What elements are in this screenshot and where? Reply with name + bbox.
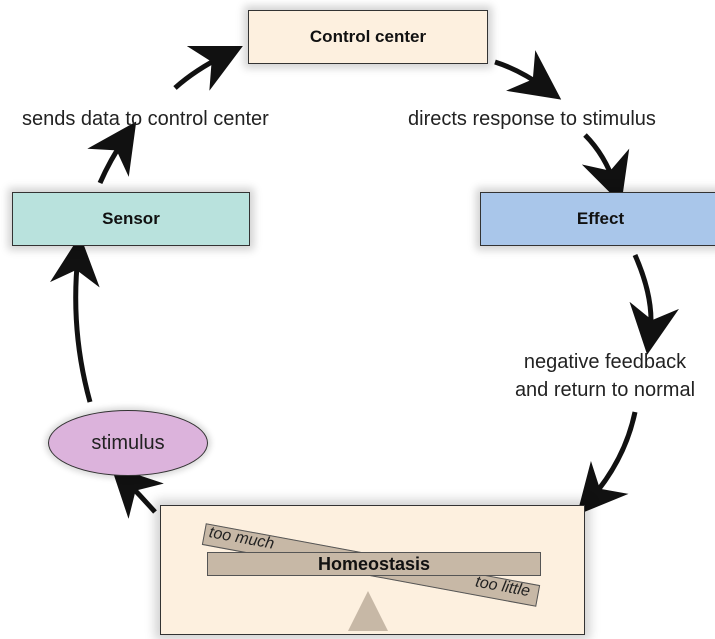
- effect-box: Effect: [480, 192, 715, 246]
- arrow-stimulus-to-sensor: [49, 235, 100, 403]
- too-little-label: too little: [473, 573, 532, 601]
- arrow-directs-to-effect: [581, 133, 630, 204]
- arrow-sends-to-control: [173, 46, 243, 91]
- sensor-box: Sensor: [12, 192, 250, 246]
- homeostasis-panel: too much too little Homeostasis: [160, 505, 585, 635]
- arrow-effect-to-feedback: [629, 253, 679, 355]
- stimulus-ellipse: stimulus: [48, 410, 208, 476]
- sensor-label: Sensor: [102, 209, 160, 228]
- feedback-label-line1: negative feedback: [523, 351, 687, 373]
- effect-label: Effect: [576, 209, 625, 228]
- too-much-label: too much: [207, 524, 276, 553]
- triangle-fulcrum-icon: [348, 591, 388, 631]
- directs-response-label: directs response to stimulus: [408, 108, 656, 130]
- control-center-label: Control center: [309, 27, 427, 46]
- feedback-label-line2: and return to normal: [514, 379, 696, 401]
- level-plank: Homeostasis: [207, 552, 541, 576]
- arrow-control-to-directs: [494, 50, 562, 100]
- arrow-sensor-to-sends: [87, 121, 137, 184]
- homeostasis-label: Homeostasis: [317, 553, 431, 574]
- sends-data-label: sends data to control center: [22, 108, 269, 130]
- arrow-homeostasis-to-stimulus: [110, 465, 164, 519]
- stimulus-label: stimulus: [91, 431, 165, 454]
- arrow-feedback-to-homeostasis: [576, 411, 638, 516]
- control-center-box: Control center: [248, 10, 488, 64]
